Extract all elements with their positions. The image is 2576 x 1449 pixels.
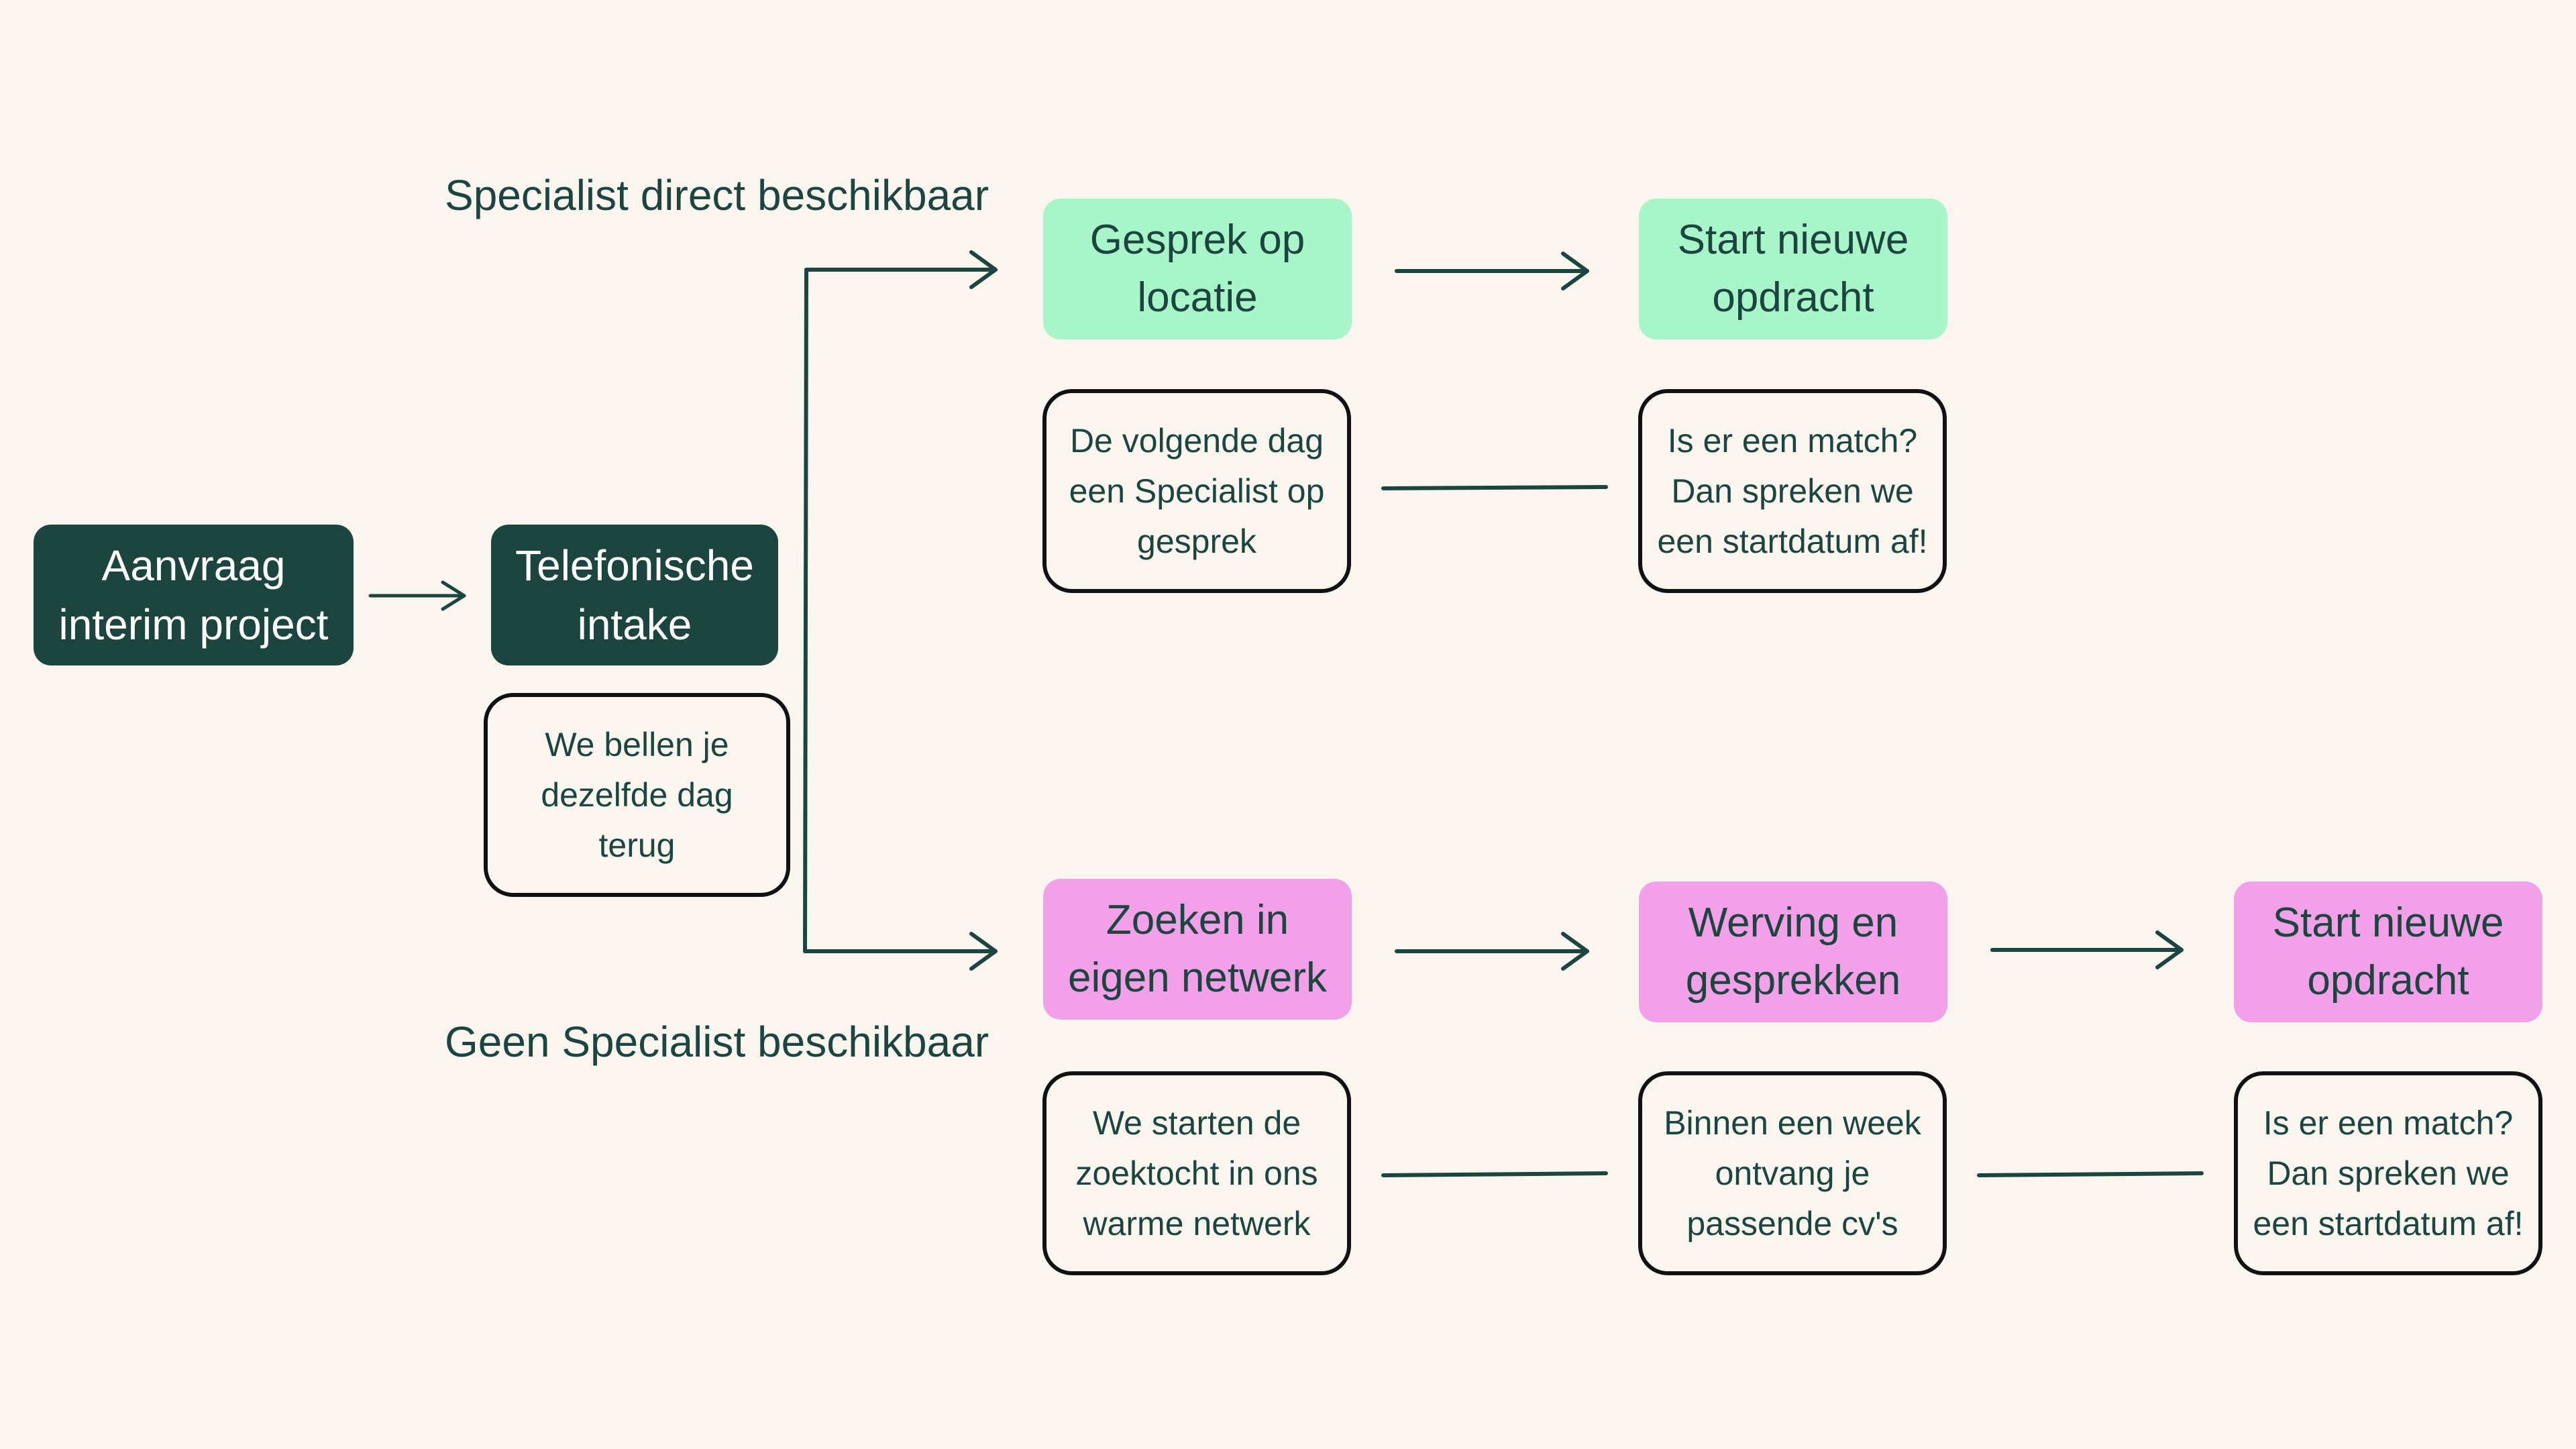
arrow-zoeken-to-werving — [1395, 932, 1589, 971]
arrow-to-zoeken — [803, 932, 998, 971]
note-connector-bottom-1 — [1381, 1171, 1608, 1177]
note-connector-bottom-2 — [1977, 1171, 2204, 1177]
gesprek-op-locatie-label: Gesprek op locatie — [1089, 217, 1305, 321]
branch-label-available: Specialist direct beschikbaar — [445, 171, 989, 219]
arrow-request-to-intake — [368, 580, 466, 611]
werving-gesprekken-box: Werving en gesprekken — [1639, 881, 1947, 1022]
werving-note: Binnen een week ontvang je passende cv's — [1638, 1071, 1947, 1275]
match-note-top-text: Is er een match? Dan spreken we een star… — [1657, 421, 1928, 560]
arrow-werving-to-start — [1990, 930, 2184, 969]
zoeken-note-text: We starten de zoektocht in ons warme net… — [1075, 1104, 1318, 1242]
intake-box: Telefonische intake — [491, 525, 778, 665]
match-note-bottom: Is er een match? Dan spreken we een star… — [2234, 1071, 2542, 1275]
intake-note-text: We bellen je dezelfde dag terug — [541, 725, 733, 864]
arrow-gesprek-to-start — [1395, 252, 1589, 290]
note-connector-top — [1381, 485, 1608, 490]
zoeken-note: We starten de zoektocht in ons warme net… — [1042, 1071, 1351, 1275]
start-opdracht-bottom-label: Start nieuwe opdracht — [2272, 900, 2504, 1004]
gesprek-note: De volgende dag een Specialist op gespre… — [1042, 389, 1351, 593]
gesprek-note-text: De volgende dag een Specialist op gespre… — [1069, 421, 1325, 560]
branch-vertical-line — [803, 268, 808, 953]
intake-label: Telefonische intake — [515, 541, 754, 649]
zoeken-netwerk-label: Zoeken in eigen netwerk — [1067, 897, 1328, 1001]
match-note-bottom-text: Is er een match? Dan spreken we een star… — [2253, 1104, 2524, 1242]
request-label: Aanvraag interim project — [58, 541, 329, 649]
zoeken-netwerk-box: Zoeken in eigen netwerk — [1043, 879, 1352, 1020]
gesprek-op-locatie-box: Gesprek op locatie — [1043, 199, 1352, 339]
request-box: Aanvraag interim project — [34, 525, 354, 665]
intake-note: We bellen je dezelfde dag terug — [484, 693, 790, 897]
werving-note-text: Binnen een week ontvang je passende cv's — [1664, 1104, 1921, 1242]
match-note-top: Is er een match? Dan spreken we een star… — [1638, 389, 1947, 593]
start-opdracht-bottom-box: Start nieuwe opdracht — [2234, 881, 2542, 1022]
werving-gesprekken-label: Werving en gesprekken — [1685, 900, 1901, 1004]
start-opdracht-top-box: Start nieuwe opdracht — [1639, 199, 1947, 339]
start-opdracht-top-label: Start nieuwe opdracht — [1677, 217, 1909, 321]
arrow-to-gesprek — [804, 250, 998, 289]
branch-label-unavailable: Geen Specialist beschikbaar — [445, 1018, 989, 1066]
